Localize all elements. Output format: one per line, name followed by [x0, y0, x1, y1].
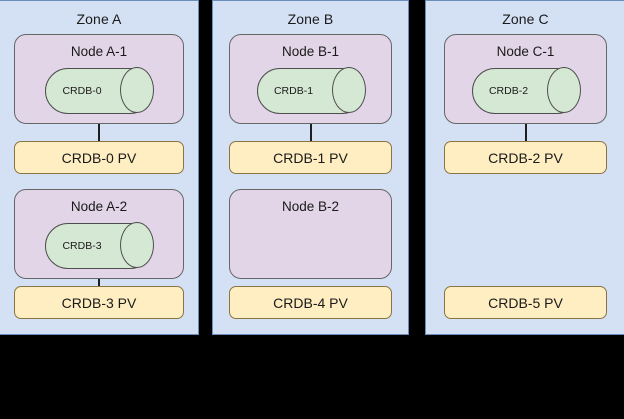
pv-box-crdb-0[interactable]: CRDB-0 PV	[14, 141, 184, 174]
database-label-crdb-3: CRDB-3	[62, 240, 102, 252]
node-box-b-2[interactable]: Node B-2	[229, 189, 392, 279]
database-label-crdb-0: CRDB-0	[62, 85, 102, 97]
cylinder-cap	[546, 67, 581, 113]
database-cylinder-crdb-1[interactable]: CRDB-1	[256, 67, 366, 114]
cylinder-cap	[120, 222, 154, 268]
database-cylinder-crdb-0[interactable]: CRDB-0	[45, 67, 154, 114]
zone-title-b: Zone B	[287, 11, 334, 27]
connector-node-a-1-to-pv	[98, 124, 100, 141]
pv-box-crdb-3[interactable]: CRDB-3 PV	[14, 286, 184, 319]
zone-panel-b: Zone B Node B-1 CRDB-1 CRDB-1 PV Node B-…	[212, 0, 409, 335]
pv-box-crdb-2[interactable]: CRDB-2 PV	[444, 141, 607, 174]
node-label-c-1: Node C-1	[496, 44, 555, 59]
cylinder-cap	[120, 67, 154, 113]
node-box-a-1[interactable]: Node A-1 CRDB-0	[14, 34, 184, 124]
pv-box-crdb-5[interactable]: CRDB-5 PV	[444, 286, 607, 319]
node-label-a-1: Node A-1	[70, 44, 128, 59]
node-box-c-1[interactable]: Node C-1 CRDB-2	[444, 34, 607, 124]
node-box-a-2[interactable]: Node A-2 CRDB-3	[14, 189, 184, 279]
connector-node-c-1-to-pv	[524, 124, 527, 141]
node-box-b-1[interactable]: Node B-1 CRDB-1	[229, 34, 392, 124]
zone-title-c: Zone C	[502, 11, 549, 27]
database-label-crdb-1: CRDB-1	[273, 85, 314, 97]
pv-box-crdb-1[interactable]: CRDB-1 PV	[229, 141, 392, 174]
zone-title-a: Zone A	[76, 11, 122, 27]
cylinder-cap	[331, 67, 366, 113]
node-label-b-2: Node B-2	[281, 199, 340, 214]
zone-panel-c: Zone C Node C-1 CRDB-2 CRDB-2 PV CRDB-5 …	[425, 0, 624, 335]
database-label-crdb-2: CRDB-2	[488, 85, 529, 97]
database-cylinder-crdb-3[interactable]: CRDB-3	[45, 222, 154, 269]
zone-panel-a: Zone A Node A-1 CRDB-0 CRDB-0 PV Node A-…	[0, 0, 199, 335]
node-label-a-2: Node A-2	[70, 199, 128, 214]
pv-box-crdb-4[interactable]: CRDB-4 PV	[229, 286, 392, 319]
database-cylinder-crdb-2[interactable]: CRDB-2	[471, 67, 581, 114]
node-label-b-1: Node B-1	[281, 44, 340, 59]
connector-node-b-1-to-pv	[309, 124, 312, 141]
